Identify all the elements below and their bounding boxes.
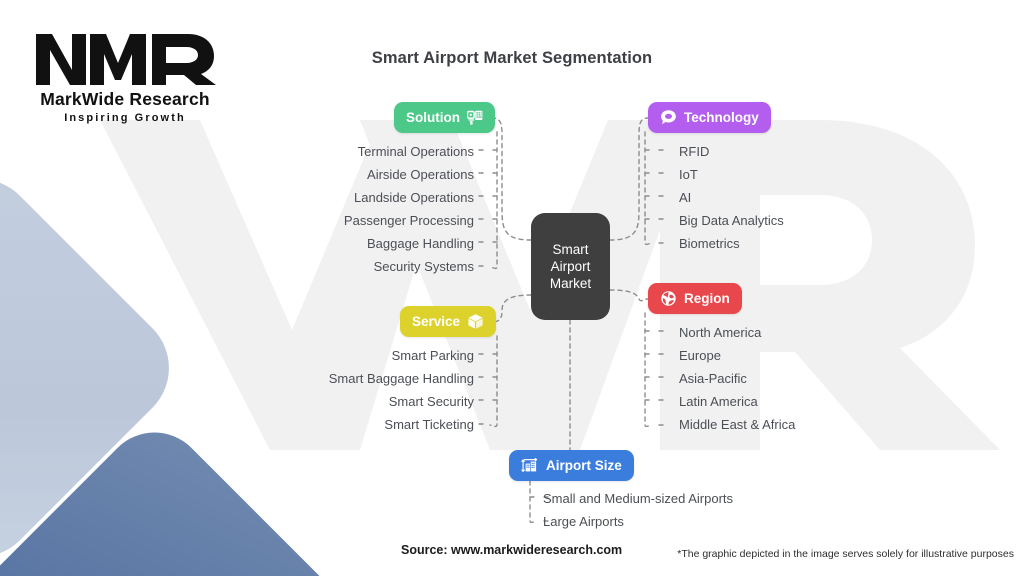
ticks-service: [488, 353, 498, 401]
logo-company-name: MarkWide Research: [40, 89, 210, 109]
center-node-line-1: Smart: [552, 242, 589, 257]
ticks-region: [644, 330, 654, 401]
list-item[interactable]: Middle East & Africa: [679, 417, 796, 432]
list-item[interactable]: IoT: [679, 167, 698, 182]
list-item[interactable]: Smart Ticketing: [384, 417, 474, 432]
spine-solution: [489, 131, 498, 270]
branch-label-service: Service: [412, 314, 461, 329]
list-item[interactable]: Smart Baggage Handling: [328, 371, 474, 386]
screen-chart-icon: [467, 110, 483, 125]
center-node-line-3: Market: [549, 276, 592, 291]
list-item[interactable]: Europe: [679, 348, 721, 363]
spine-region: [644, 312, 653, 428]
center-node-smart-airport-market[interactable]: Smart Airport Market: [531, 213, 610, 320]
dashes-technology: [658, 149, 667, 244]
dashes-service: [475, 353, 484, 425]
leaf-list-airport-size: Small and Medium-sized Airports Large Ai…: [543, 487, 733, 533]
branch-badge-airport-size[interactable]: Airport Size: [509, 450, 634, 481]
dashes-airport-size: [543, 496, 552, 522]
branch-badge-region[interactable]: Region: [648, 283, 742, 314]
list-item[interactable]: North America: [679, 325, 762, 340]
page-title: Smart Airport Market Segmentation: [371, 49, 653, 67]
spine-technology: [644, 131, 653, 246]
list-item[interactable]: Biometrics: [679, 236, 740, 251]
list-item[interactable]: Asia-Pacific: [679, 371, 747, 386]
connector-solution: [491, 117, 532, 241]
connector-service: [491, 294, 532, 323]
connector-region: [609, 289, 649, 302]
source-text: Source: www.markwideresearch.com: [401, 543, 623, 557]
center-node-line-2: Airport: [550, 259, 591, 274]
list-item[interactable]: Smart Security: [388, 394, 474, 409]
spine-airport-size: [529, 480, 538, 524]
dashes-region: [658, 330, 667, 426]
list-item[interactable]: Big Data Analytics: [679, 213, 784, 228]
list-item[interactable]: Terminal Operations: [357, 144, 474, 159]
leaf-list-technology: RFID IoT AI Big Data Analytics Biometric…: [679, 140, 784, 255]
leaf-list-solution: Terminal Operations Airside Operations L…: [344, 140, 474, 278]
list-item[interactable]: RFID: [679, 144, 710, 159]
branch-label-technology: Technology: [684, 110, 759, 125]
list-item[interactable]: Smart Parking: [391, 348, 474, 363]
globe-icon: [661, 291, 676, 306]
leaf-list-service: Smart Parking Smart Baggage Handling Sma…: [329, 344, 474, 436]
branch-badge-solution[interactable]: Solution: [394, 102, 495, 133]
building-measure-icon: [521, 457, 538, 473]
list-item[interactable]: Large Airports: [543, 514, 624, 529]
connector-technology: [609, 117, 649, 241]
list-item[interactable]: Passenger Processing: [343, 213, 474, 228]
list-item[interactable]: Small and Medium-sized Airports: [543, 491, 734, 506]
chat-bubble-icon: [661, 110, 676, 125]
disclaimer-text: *The graphic depicted in the image serve…: [677, 548, 1014, 560]
logo-mark-mwr-icon: [36, 34, 216, 85]
package-box-icon: [468, 314, 483, 329]
branch-label-region: Region: [684, 291, 730, 306]
list-item[interactable]: Baggage Handling: [367, 236, 474, 251]
list-item[interactable]: Security Systems: [373, 259, 474, 274]
list-item[interactable]: Landside Operations: [354, 190, 474, 205]
list-item[interactable]: Airside Operations: [367, 167, 474, 182]
dashes-solution: [475, 149, 484, 267]
logo-tagline: Inspiring Growth: [64, 112, 186, 124]
branch-label-solution: Solution: [406, 110, 460, 125]
branch-badge-service[interactable]: Service: [400, 306, 497, 337]
leaf-list-region: North America Europe Asia-Pacific Latin …: [679, 321, 795, 436]
spine-service: [489, 335, 498, 428]
branch-label-airport-size: Airport Size: [546, 458, 622, 473]
ticks-technology: [644, 149, 654, 220]
list-item[interactable]: AI: [679, 190, 692, 205]
ticks-solution: [488, 149, 498, 243]
company-logo: MarkWide Research Inspiring Growth: [30, 30, 220, 124]
list-item[interactable]: Latin America: [679, 394, 758, 409]
branch-badge-technology[interactable]: Technology: [648, 102, 771, 133]
